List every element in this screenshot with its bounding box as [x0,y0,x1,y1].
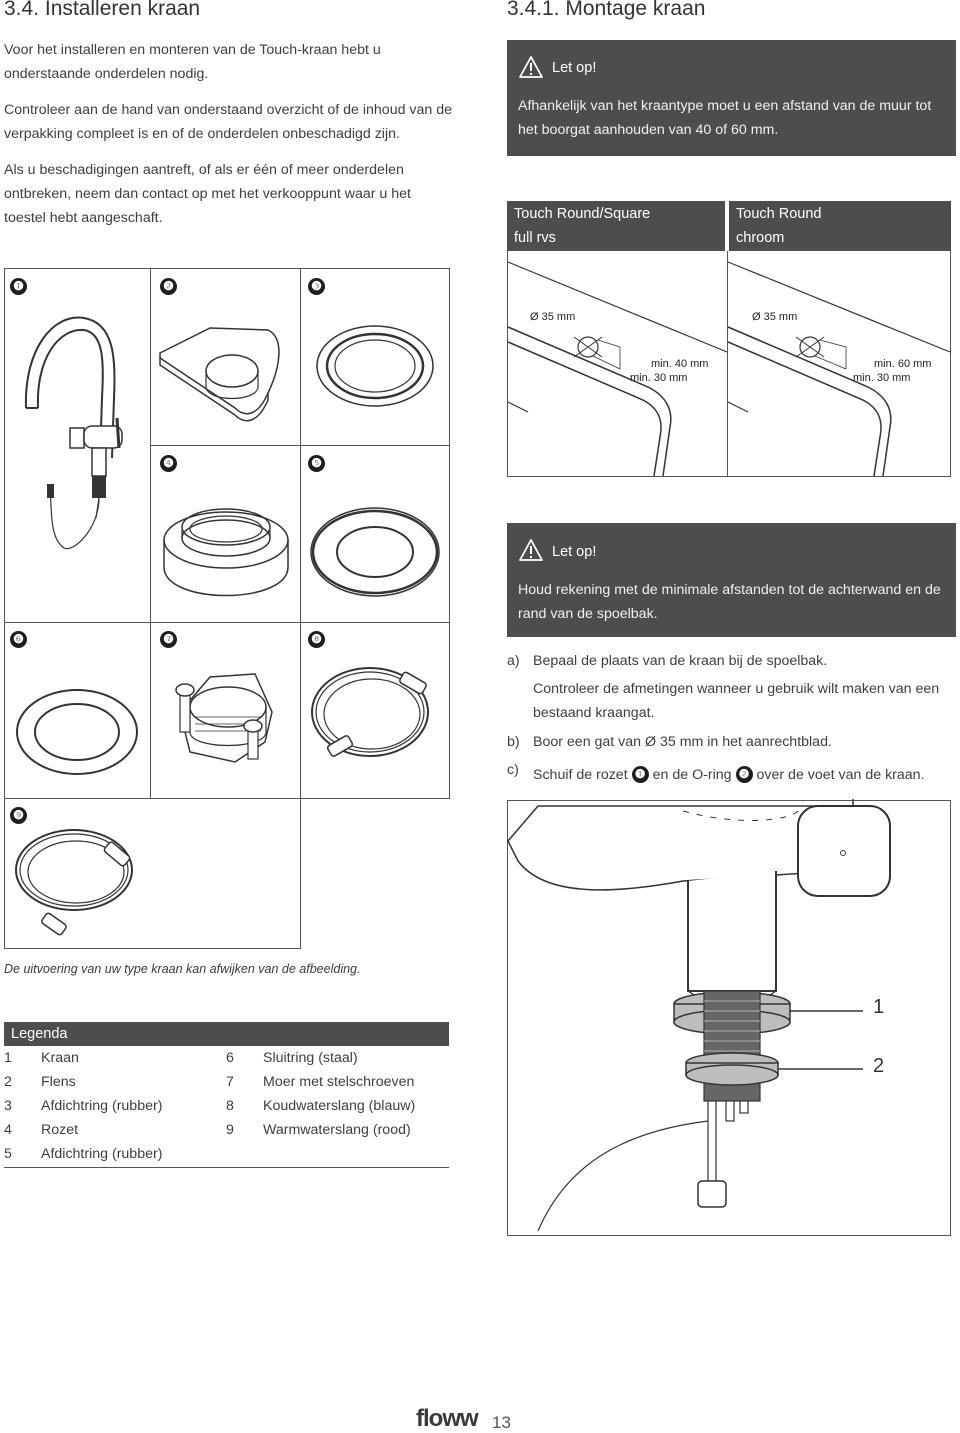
notice-box-1: Let op! Afhankelijk van het kraantype mo… [507,40,956,156]
header-line: full rvs [514,230,556,246]
nut-with-screws-illustration [175,673,273,763]
seal-ring-2-illustration [310,507,440,597]
notice-title: Let op! [552,544,597,560]
sink-distance-diagram-2 [727,261,951,477]
grid-line [4,622,450,623]
grid-line [150,445,450,446]
distance-label: min. 30 mm [630,372,688,384]
part-number-1: ❶ [10,278,27,295]
part-number-5: ❺ [308,455,325,472]
cold-water-hose-illustration [311,667,429,757]
legend-number: 1 [4,1050,12,1066]
washer-illustration [16,689,138,775]
diameter-label: Ø 35 mm [752,311,798,323]
step-a-text: Bepaal de plaats van de kraan bij de spo… [533,653,828,669]
part-number-2: ❷ [160,278,177,295]
part-number-8: ❽ [308,631,325,648]
legend-label: Afdichtring (rubber) [41,1146,163,1162]
table-border [727,251,728,476]
legend-number: 5 [4,1146,12,1162]
legend-rule [4,1167,449,1168]
inline-part-number: ❶ [631,766,649,783]
grid-line [300,268,301,798]
flange-illustration [159,327,280,422]
distance-label: min. 30 mm [853,372,911,384]
part-number-4: ❹ [160,455,177,472]
part-number-3: ❸ [308,278,325,295]
diameter-label: Ø 35 mm [530,311,576,323]
header-line: Touch Round/Square [514,206,651,222]
legend-number: 6 [226,1050,234,1066]
table-header-col2: Touch Round chroom [729,201,951,251]
legend-label: Warmwaterslang (rood) [263,1122,411,1138]
step-label-b: b) [507,734,520,750]
section-heading: 3.4. Installeren kraan [4,0,201,20]
legend-number: 9 [226,1122,234,1138]
faucet-illustration [24,316,123,550]
part-number-7: ❼ [160,631,177,648]
legend-number: 2 [4,1074,12,1090]
inline-part-number: ❷ [735,766,753,783]
grid-line [300,798,301,948]
step-label-c: c) [507,762,519,778]
sink-distance-diagram-1 [507,261,728,477]
legend-number: 7 [226,1074,234,1090]
step-c-part: en de O-ring [652,767,732,783]
grid-line [4,798,450,799]
notice-body: Houd rekening met de minimale afstanden … [518,582,941,622]
faucet-assembly-illustration [507,799,891,1232]
table-border [507,251,508,476]
header-line: chroom [736,230,785,246]
table-border [950,251,951,476]
notice-body: Afhankelijk van het kraantype moet u een… [518,98,932,138]
page-number: 13 [492,1413,511,1432]
hot-water-hose-illustration [15,829,133,936]
legend-title: Legenda [4,1022,449,1046]
rosette-illustration [163,508,289,597]
intro-paragraph-2: Controleer aan de hand van onderstaand o… [4,102,453,142]
legend-label: Afdichtring (rubber) [41,1098,163,1114]
callout-1: 1 [873,996,885,1018]
grid-line [150,268,151,798]
distance-label: min. 60 mm [874,358,932,370]
step-a-text-2: Controleer de afmetingen wanneer u gebru… [533,681,940,721]
notice-title: Let op! [552,60,597,76]
step-c-part: Schuif de rozet [533,767,628,783]
legend-number: 3 [4,1098,12,1114]
subsection-heading: 3.4.1. Montage kraan [507,0,706,20]
notice-box-2: Let op! Houd rekening met de minimale af… [507,523,956,637]
step-label-a: a) [507,653,520,669]
legend-number: 4 [4,1122,12,1138]
grid-line [4,798,5,948]
legend-label: Moer met stelschroeven [263,1074,415,1090]
warning-icon [519,539,543,561]
intro-paragraph-3: Als u beschadigingen aantreft, of als er… [4,162,411,226]
illustration-caption: De uitvoering van uw type kraan kan afwi… [4,962,361,976]
part-number-6: ❻ [10,631,27,648]
table-header-col1: Touch Round/Square full rvs [507,201,725,251]
brand-logo: floww [416,1405,479,1432]
callout-2: 2 [873,1055,885,1077]
legend-label: Sluitring (staal) [263,1050,358,1066]
step-c-part: over de voet van de kraan. [756,767,925,783]
table-border [507,476,951,477]
legend-label: Kraan [41,1050,79,1066]
assembly-frame [507,800,951,1236]
legend-number: 8 [226,1098,234,1114]
grid-line [4,948,301,949]
warning-icon [519,56,543,78]
header-line: Touch Round [736,206,822,222]
parts-grid-frame [4,268,450,798]
part-number-9: ❾ [10,807,27,824]
step-b-text: Boor een gat van Ø 35 mm in het aanrecht… [533,734,832,750]
seal-ring-illustration [316,325,434,407]
legend-label: Flens [41,1074,76,1090]
intro-paragraph-1: Voor het installeren en monteren van de … [4,42,381,82]
legend-label: Rozet [41,1122,79,1138]
distance-label: min. 40 mm [651,358,709,370]
legend-label: Koudwaterslang (blauw) [263,1098,416,1114]
